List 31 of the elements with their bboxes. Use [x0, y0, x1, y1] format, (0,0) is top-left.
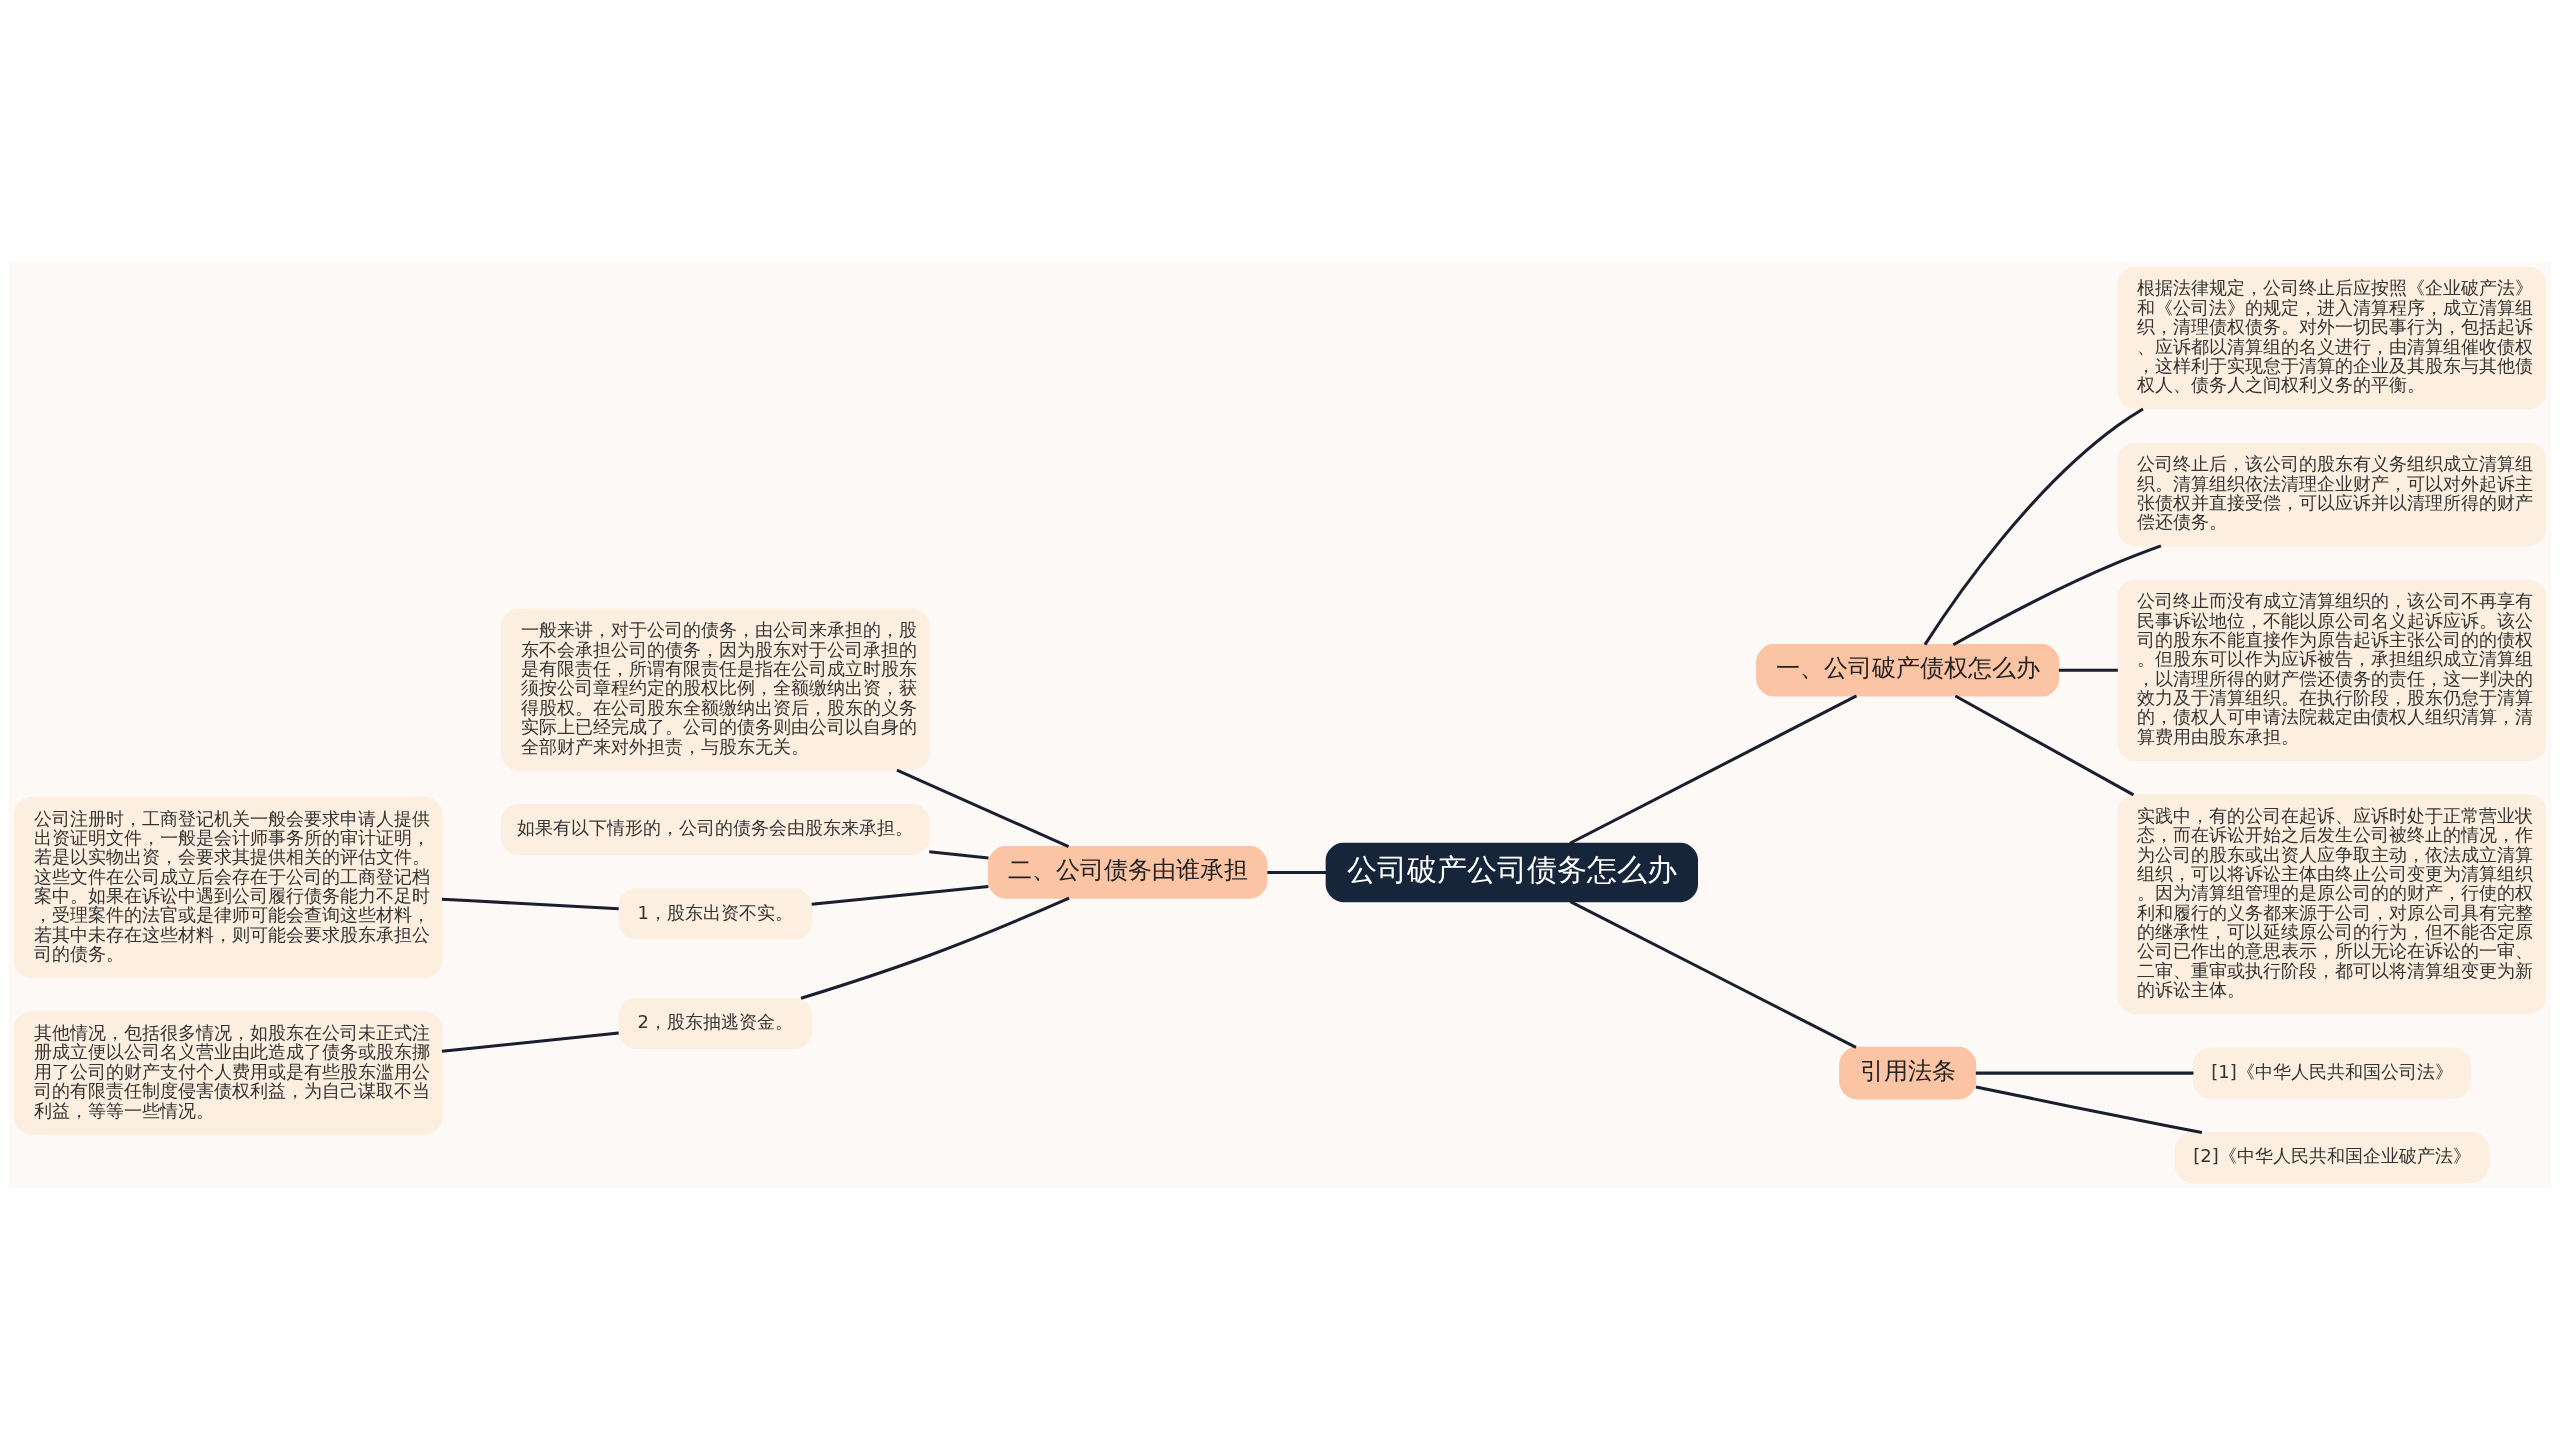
- node-box: 其他情况，包括很多情况，如股东在公司未正式注册成立便以公司名义营业由此造成了债务或股东挪用了公司的财产支付个人费用或是有些股东滥用公司的有限责任制度侵害债权利益，为自己谋取不当利益，等等一些情况。: [13, 1011, 443, 1135]
- node-box: 引用法条: [1839, 1046, 1977, 1099]
- connector: [1923, 407, 2144, 645]
- connector: [1267, 870, 1327, 874]
- node-box: 一般来讲，对于公司的债务，由公司来承担的，股东不会承担公司的债务，因为股东对于公司承担的是有限责任，所谓有限责任是指在公司成立时股东须按公司章程约定的股权比例，全额缴纳出资，获得股权。在公司股东全额缴纳出资后，股东的义务实际上已经完成了。公司的债务则由公司以自身的全部财产来对外担责，与股东无关。: [500, 608, 930, 771]
- connector: [800, 896, 1070, 1000]
- node-box: 如果有以下情形的，公司的债务会由股东来承担。: [500, 803, 930, 855]
- node-box: 2，股东抽逃资金。: [618, 997, 813, 1049]
- connector: [1975, 1085, 2203, 1134]
- connector: [811, 884, 989, 906]
- node-box: [1]《中华人民共和国公司法》: [2192, 1047, 2472, 1099]
- node-box: [2]《中华人民共和国企业破产法》: [2174, 1131, 2490, 1183]
- node-box: 实践中，有的公司在起诉、应诉时处于正常营业状态，而在诉讼开始之后发生公司被终止的情况，作为公司的股东或出资人应争取主动，依法成立清算组织，可以将诉讼主体由终止公司变更为清算组织。因为清算组管理的是原公司的的财产，行使的权利和履行的义务都来源于公司，对原公司具有完整的继承性，可以延续原公司的行为，但不能否定原公司已作出的意思表示，所以无论在诉讼的一审、二审、重审或执行阶段，都可以将清算组变更为新的诉讼主体。: [2117, 793, 2547, 1014]
- node-box: 公司注册时，工商登记机关一般会要求申请人提供出资证明文件，一般是会计师事务所的审计证明，若是以实物出资，会要求其提供相关的评估文件。这些文件在公司成立后会存在于公司的工商登记档案中。如果在诉讼中遇到公司履行债务能力不足时，受理案件的法官或是律师可能会查询这些材料，若其中未存在这些材料，则可能会要求股东承担公司的债务。: [13, 796, 443, 978]
- node-box: 公司终止而没有成立清算组织的，该公司不再享有民事诉讼地位，不能以原公司名义起诉应诉。该公司的股东不能直接作为原告起诉主张公司的的债权。但股东可以作为应诉被告，承担组织成立清算组，以清理所得的财产偿还债务的责任，这一判决的效力及于清算组织。在执行阶段，股东仍怠于清算的，债权人可申请法院裁定由债权人组织清算，清算费用由股东承担。: [2117, 579, 2547, 761]
- connector: [1569, 899, 1857, 1049]
- node-box: 公司终止后，该公司的股东有义务组织成立清算组织。清算组织依法清理企业财产，可以对外起诉主张债权并直接受偿，可以应诉并以清理所得的财产偿还债务。: [2117, 442, 2547, 546]
- connector: [1952, 543, 2162, 646]
- connector: [2058, 668, 2118, 672]
- node-box: 1，股东出资不实。: [618, 887, 813, 940]
- connector: [1569, 694, 1858, 845]
- connector: [929, 849, 989, 859]
- connector: [1975, 1071, 2194, 1075]
- node-box: 根据法律规定，公司终止后应按照《企业破产法》和《公司法》的规定，进入清算程序，成立清算组织，清理债权债务。对外一切民事行为，包括起诉、应诉都以清算组的名义进行，由清算组催收债权，这样利于实现怠于清算的企业及其股东与其他债权人、债务人之间权利义务的平衡。: [2117, 266, 2547, 409]
- connector: [441, 1031, 619, 1053]
- connector: [441, 897, 619, 910]
- connector: [896, 768, 1070, 848]
- node-box: 一、公司破产债权怎么办: [1756, 643, 2060, 697]
- node-box: 二、公司债务由谁承担: [987, 845, 1268, 899]
- node-box: 公司破产公司债务怎么办: [1325, 842, 1698, 902]
- connector: [1954, 694, 2135, 796]
